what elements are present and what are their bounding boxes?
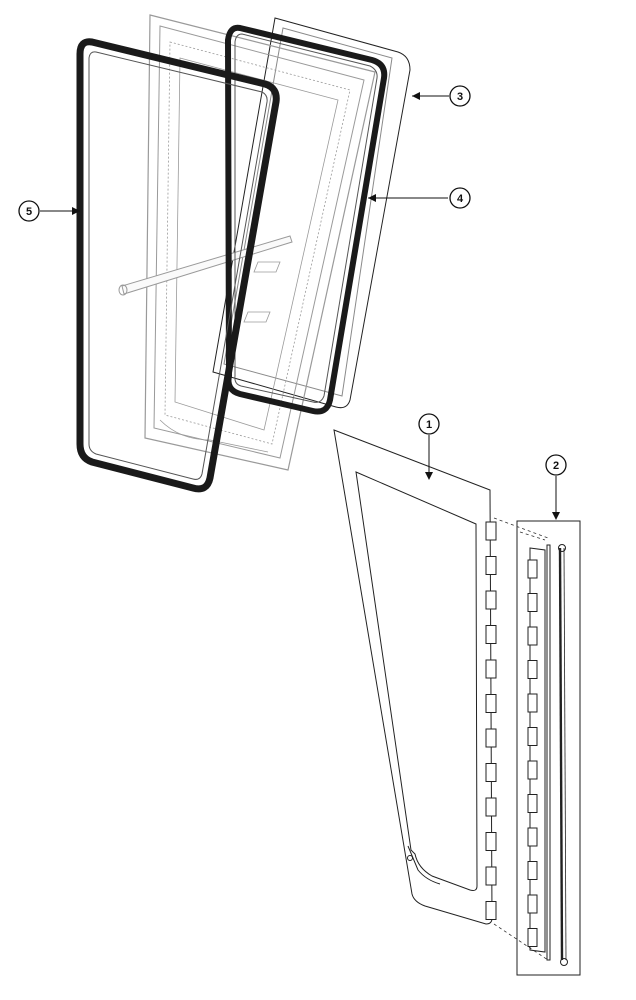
frame-hinge-tab: [485, 694, 497, 713]
hinge-knuckle: [527, 693, 538, 713]
hinge-knuckle: [527, 794, 538, 813]
part-1-door-frame: [333, 429, 497, 925]
frame-hinge-tab: [485, 625, 497, 644]
callout-1: 1: [418, 413, 440, 480]
alignment-lines: [493, 517, 549, 961]
frame-hinge-tab: [485, 832, 497, 851]
part-4-gasket: [224, 24, 388, 415]
hinge-knuckle: [527, 593, 538, 612]
hinge-knuckle: [527, 894, 538, 914]
callout-5: 5: [18, 200, 80, 222]
hinge-knuckle: [527, 928, 538, 947]
callout-label-2: 2: [553, 460, 559, 472]
frame-hinge-tab: [485, 763, 497, 782]
frame-hinge-tab: [485, 866, 497, 886]
hinge-knuckle: [527, 827, 538, 847]
hinge-knuckle: [527, 626, 538, 646]
hinge-knuckle: [527, 660, 538, 679]
frame-hinge-tab: [485, 901, 497, 920]
hinge-knuckle: [527, 727, 538, 746]
hinge-knuckle: [527, 559, 538, 579]
part-5-front-gasket: [76, 38, 280, 493]
callout-3: 3: [412, 85, 471, 107]
callout-4: 4: [368, 187, 471, 209]
callout-2: 2: [545, 454, 567, 520]
hinge-knuckle: [527, 760, 538, 780]
callout-label-5: 5: [26, 206, 32, 218]
hinge-strip-knuckles: [527, 559, 538, 947]
frame-hinge-tab: [485, 728, 497, 748]
frame-hinge-tab: [485, 556, 497, 575]
frame-hinge-tabs: [485, 521, 497, 920]
frame-hinge-tab: [485, 590, 497, 610]
frame-hinge-tab: [485, 659, 497, 679]
callout-label-1: 1: [426, 419, 432, 431]
hinge-knuckle: [527, 861, 538, 880]
frame-hinge-tab: [485, 521, 497, 541]
callout-label-4: 4: [457, 193, 464, 205]
part-2-hinge-assembly: [516, 520, 581, 976]
frame-hinge-tab: [485, 797, 497, 817]
inner-door-panel: [118, 14, 376, 471]
callout-label-3: 3: [457, 91, 463, 103]
